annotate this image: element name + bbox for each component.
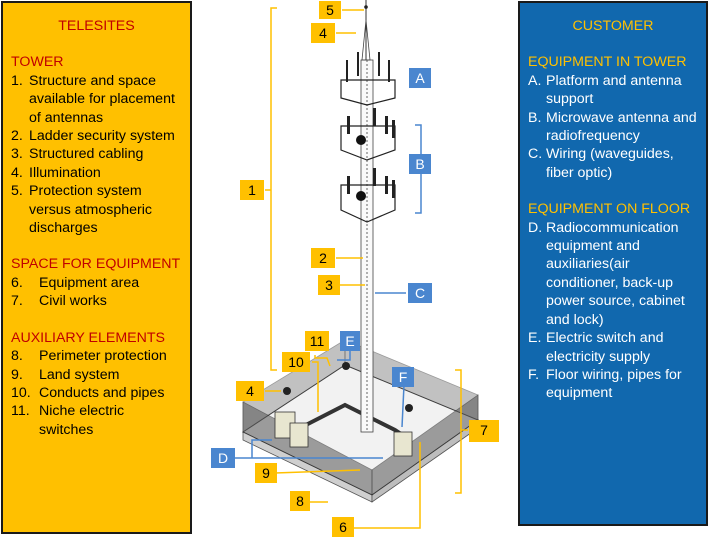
section-heading-space: SPACE FOR EQUIPMENT [11,256,181,273]
list-item: 3. Structured cabling [11,145,182,163]
item-text: Protection system versus atmospheric dis… [29,183,153,237]
item-text: Microwave antenna and radiofrequency [546,109,697,145]
item-text: Radiocommunication equipment and auxilia… [546,219,685,328]
item-text: Electric switch and electricity supply [546,330,664,365]
callout-1: 1 [240,180,264,200]
list-item: 9. Land system [11,366,182,384]
list-item: B.Microwave antenna and radiofrequency [528,109,698,146]
callout-2: 2 [311,248,335,268]
callout-C: C [408,283,432,303]
section-heading-auxiliary: AUXILIARY ELEMENTS [11,329,166,346]
callout-E: E [340,331,360,351]
item-letter: F. [528,366,540,383]
tower-illustration [234,0,480,529]
item-text: Conducts and pipes [39,384,165,401]
callout-4-top: 4 [311,23,335,43]
list-item: E.Electric switch and electricity supply [528,329,698,366]
item-number: 11. [11,403,30,420]
item-letter: E. [528,330,542,347]
telesites-leaders [265,7,468,529]
item-text: Perimeter protection [39,348,167,365]
callout-5: 5 [319,1,341,19]
item-text: Structured cabling [29,146,144,163]
callout-F: F [392,367,414,387]
callout-3: 3 [318,275,340,295]
item-text: Platform and antenna support [546,72,682,108]
item-number: 2. [11,128,23,145]
antenna-platforms [340,52,396,223]
item-letter: A. [528,72,542,89]
section-heading-equipment-floor: EQUIPMENT ON FLOOR [528,201,691,218]
callout-D: D [211,448,235,468]
item-text: Land system [39,366,120,383]
customer-panel: CUSTOMER EQUIPMENT IN TOWER A.Platform a… [518,1,708,526]
callout-4: 4 [236,381,264,401]
tower-mast [360,0,374,433]
item-number: 10. [11,384,31,401]
callout-7: 7 [469,420,499,442]
telesites-panel: TELESITES TOWER 1. Structure and space av… [1,1,192,534]
item-number: 5. [11,183,23,200]
list-item: 4. Illumination [11,164,182,182]
tower-list: 1. Structure and space available for plac… [11,72,182,238]
list-item: 5. Protection system versus atmospheric d… [11,182,182,237]
list-item: 7. Civil works [11,292,182,310]
list-item: 1. Structure and space available for plac… [11,72,182,127]
callout-B: B [409,154,431,174]
customer-title: CUSTOMER [572,18,654,34]
equipment-tower-list: A.Platform and antenna support B.Microwa… [528,72,698,182]
item-text: Niche electric switches [39,403,125,438]
item-text: Wiring (waveguides, fiber optic) [546,146,674,181]
list-item: 6. Equipment area [11,274,182,292]
callout-11: 11 [305,331,329,351]
item-text: Ladder security system [29,128,175,145]
item-text: Structure and space available for placem… [29,72,175,126]
callout-9: 9 [255,463,277,483]
list-item: C.Wiring (waveguides, fiber optic) [528,145,698,182]
list-item: 11. Niche electric switches [11,402,182,439]
list-item: F. Floor wiring, pipes for equipment [528,366,698,403]
space-list: 6. Equipment area 7. Civil works [11,274,182,311]
list-item: 2. Ladder security system [11,127,182,145]
item-letter: B. [528,109,542,126]
item-number: 8. [11,348,23,365]
item-number: 7. [11,293,23,310]
item-text: Illumination [29,164,101,181]
callout-6: 6 [332,517,354,537]
section-heading-equipment-tower: EQUIPMENT IN TOWER [528,54,687,71]
list-item: A.Platform and antenna support [528,72,698,109]
item-letter: C. [528,146,543,163]
auxiliary-list: 8. Perimeter protection 9. Land system 10.… [11,347,182,439]
list-item: 8. Perimeter protection [11,347,182,365]
item-text: Civil works [39,293,107,310]
equipment-floor-list: D.Radiocommunication equipment and auxil… [528,219,698,403]
item-number: 3. [11,146,23,163]
item-text: Equipment area [39,274,140,291]
callout-A: A [409,68,431,88]
section-heading-tower: TOWER [11,54,64,71]
callout-10: 10 [282,352,310,372]
telesites-title: TELESITES [58,18,135,34]
item-number: 1. [11,72,23,89]
list-item: 10. Conducts and pipes [11,384,182,402]
item-number: 9. [11,366,23,383]
equipment-compound [241,339,480,503]
item-number: 4. [11,164,23,181]
list-item: D.Radiocommunication equipment and auxil… [528,219,698,329]
item-letter: D. [528,219,543,236]
item-number: 6. [11,274,23,291]
item-text: Floor wiring, pipes for equipment [546,366,682,402]
callout-8: 8 [290,491,310,511]
